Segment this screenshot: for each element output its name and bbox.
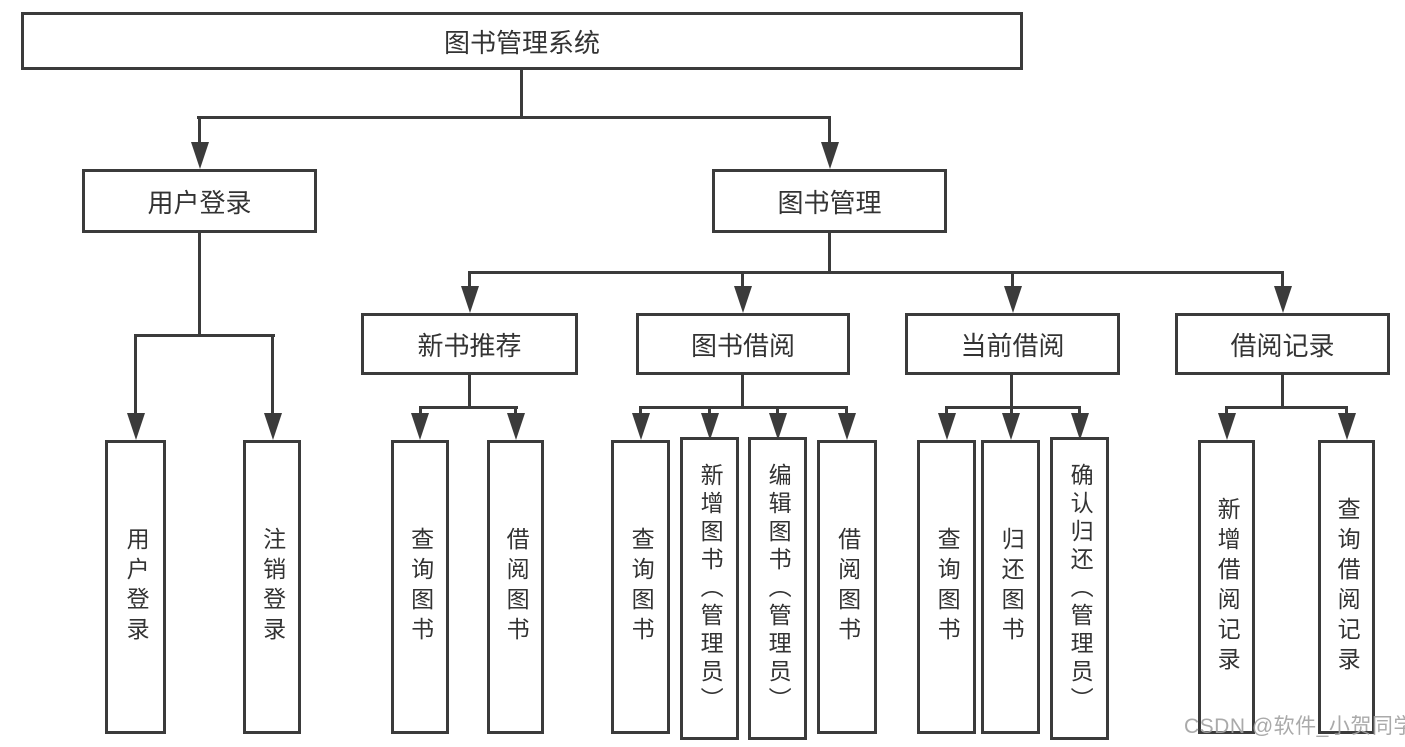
arrowhead <box>734 286 752 313</box>
leaf-rec-borrow-book: 借阅图书 <box>487 440 544 734</box>
connector-line <box>1281 372 1284 408</box>
arrowhead <box>838 413 856 440</box>
arrowhead <box>1002 413 1020 440</box>
connector-line <box>198 116 201 144</box>
node-current-borrowing: 当前借阅 <box>905 313 1120 375</box>
connector-line <box>741 271 744 288</box>
leaf-cb-confirm-return-admin: 确认归还（管理员） <box>1050 437 1109 740</box>
connector-line <box>1225 406 1228 418</box>
leaf-bb-borrow-book: 借阅图书 <box>817 440 877 734</box>
node-book-management: 图书管理 <box>712 169 947 233</box>
connector-line <box>1011 271 1014 288</box>
arrowhead <box>1004 286 1022 313</box>
connector-line <box>419 406 518 409</box>
arrowhead <box>127 413 145 440</box>
node-book-borrowing: 图书借阅 <box>636 313 850 375</box>
arrowhead <box>1071 413 1089 440</box>
connector-line <box>1225 406 1347 409</box>
arrowhead <box>938 413 956 440</box>
arrowhead <box>632 413 650 440</box>
leaf-cb-return-book: 归还图书 <box>981 440 1040 734</box>
connector-line <box>639 406 642 418</box>
arrowhead <box>821 142 839 169</box>
arrowhead <box>191 142 209 169</box>
leaf-bb-edit-book-admin: 编辑图书（管理员） <box>748 437 807 740</box>
arrowhead <box>769 413 787 440</box>
arrowhead <box>1274 286 1292 313</box>
connector-line <box>419 406 422 418</box>
connector-line <box>776 406 779 418</box>
connector-line <box>468 372 471 408</box>
arrowhead <box>507 413 525 440</box>
leaf-cb-query-book: 查询图书 <box>917 440 976 734</box>
connector-line <box>197 116 831 119</box>
leaf-br-query-record: 查询借阅记录 <box>1318 440 1375 734</box>
leaf-user-login: 用户登录 <box>105 440 166 734</box>
leaf-logout: 注销登录 <box>243 440 301 734</box>
leaf-rec-query-book: 查询图书 <box>391 440 449 734</box>
connector-line <box>468 271 1284 274</box>
connector-line <box>1078 406 1081 418</box>
connector-line <box>828 230 831 273</box>
arrowhead <box>1338 413 1356 440</box>
connector-line <box>708 406 711 418</box>
arrowhead <box>264 413 282 440</box>
connector-line <box>639 406 848 409</box>
arrowhead <box>461 286 479 313</box>
leaf-bb-query-book: 查询图书 <box>611 440 670 734</box>
leaf-bb-add-book-admin: 新增图书（管理员） <box>680 437 739 740</box>
connector-line <box>468 271 471 288</box>
connector-line <box>520 67 523 119</box>
connector-line <box>945 406 1081 409</box>
connector-line <box>198 230 201 336</box>
node-user-login: 用户登录 <box>82 169 317 233</box>
connector-line <box>134 334 137 415</box>
node-new-book-recommend: 新书推荐 <box>361 313 578 375</box>
arrowhead <box>1218 413 1236 440</box>
csdn-watermark: CSDN @软件_小贺同学 <box>1184 715 1405 738</box>
leaf-br-add-record: 新增借阅记录 <box>1198 440 1255 734</box>
connector-line <box>945 406 948 418</box>
connector-line <box>134 334 275 337</box>
node-root: 图书管理系统 <box>21 12 1023 70</box>
connector-line <box>828 116 831 144</box>
connector-line <box>1345 406 1348 418</box>
connector-line <box>1010 372 1013 418</box>
node-borrowing-records: 借阅记录 <box>1175 313 1390 375</box>
connector-line <box>1281 271 1284 288</box>
connector-line <box>271 334 274 415</box>
arrowhead <box>701 413 719 440</box>
arrowhead <box>411 413 429 440</box>
connector-line <box>514 406 517 418</box>
connector-line <box>741 372 744 408</box>
connector-line <box>845 406 848 418</box>
